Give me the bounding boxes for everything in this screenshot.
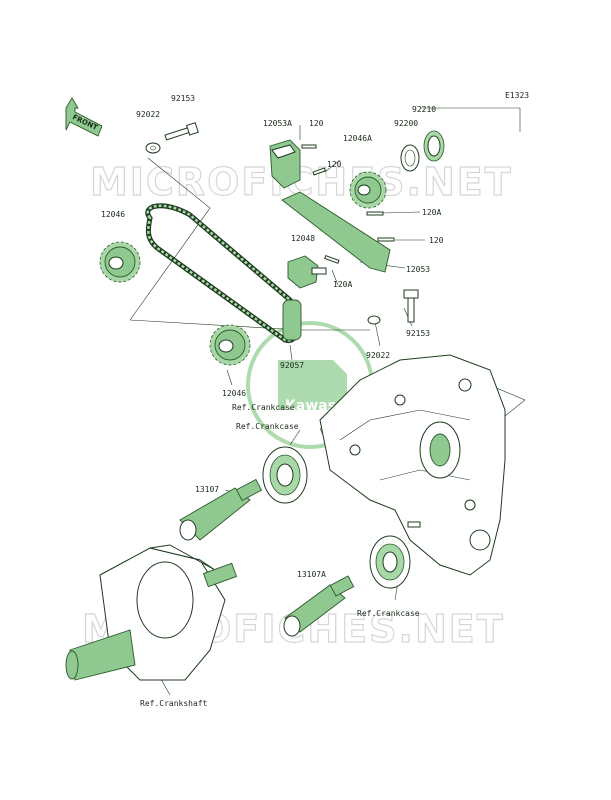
sprocket-12046-top bbox=[99, 241, 141, 283]
bolt-120-c bbox=[377, 237, 395, 242]
front-arrow-icon: FRONT bbox=[65, 97, 103, 137]
crankshaft bbox=[65, 544, 238, 681]
label-92022-top: 92022 bbox=[136, 110, 160, 119]
shaft-13107A bbox=[283, 575, 355, 637]
bolt-92153-top bbox=[164, 122, 199, 141]
label-120-c: 120 bbox=[429, 236, 444, 245]
label-12053A: 12053A bbox=[263, 119, 292, 128]
ref-crankcase-1: Ref.Crankcase bbox=[232, 403, 295, 412]
label-120-b: 120 bbox=[327, 160, 342, 169]
ball-bearing-lower bbox=[369, 535, 411, 589]
label-120A-a: 120A bbox=[422, 208, 441, 217]
label-92153-top: 92153 bbox=[171, 94, 195, 103]
label-12046A: 12046A bbox=[343, 134, 372, 143]
diagram-code: E1323 bbox=[505, 91, 529, 100]
washer-92022-bottom bbox=[367, 315, 381, 325]
label-92022-bottom: 92022 bbox=[366, 351, 390, 360]
bolt-120A-b bbox=[324, 255, 340, 264]
timing-chain bbox=[145, 203, 302, 343]
label-92200: 92200 bbox=[394, 119, 418, 128]
label-13107A: 13107A bbox=[297, 570, 326, 579]
label-12053: 12053 bbox=[406, 265, 430, 274]
label-12048: 12048 bbox=[291, 234, 315, 243]
ref-crankcase-3: Ref.Crankcase bbox=[357, 609, 420, 618]
label-92210: 92210 bbox=[412, 105, 436, 114]
shaft-13107 bbox=[179, 478, 263, 541]
label-12046-top: 12046 bbox=[101, 210, 125, 219]
washer-92200 bbox=[400, 144, 420, 172]
ball-bearing-upper bbox=[262, 446, 308, 504]
bearing-92210 bbox=[423, 130, 445, 162]
label-120A-b: 120A bbox=[333, 280, 352, 289]
tensioner-12053A bbox=[269, 139, 301, 189]
sprocket-12046-bottom bbox=[209, 324, 251, 366]
bolt-120A-a bbox=[366, 211, 384, 216]
label-12046-bottom: 12046 bbox=[222, 389, 246, 398]
label-92057: 92057 bbox=[280, 361, 304, 370]
bolt-120-b bbox=[312, 167, 326, 176]
tensioner-12048 bbox=[287, 255, 327, 289]
ref-crankcase-2: Ref.Crankcase bbox=[236, 422, 299, 431]
label-120-a: 120 bbox=[309, 119, 324, 128]
bolt-120-a bbox=[301, 144, 317, 149]
crankcase bbox=[319, 354, 506, 576]
chain-guide-92057 bbox=[282, 299, 302, 341]
chain-guide-12053 bbox=[281, 191, 391, 273]
ref-crankshaft: Ref.Crankshaft bbox=[140, 699, 208, 708]
bolt-92153-bottom bbox=[403, 289, 419, 323]
label-13107: 13107 bbox=[195, 485, 219, 494]
sprocket-12046A bbox=[349, 171, 387, 209]
label-92153-bottom: 92153 bbox=[406, 329, 430, 338]
